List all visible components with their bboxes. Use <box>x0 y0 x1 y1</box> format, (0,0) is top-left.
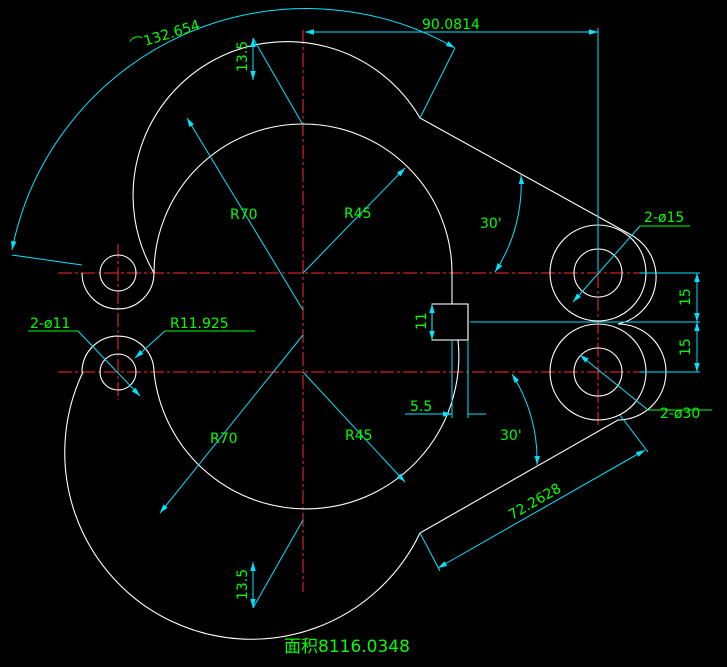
label-slot-11: 11 <box>414 312 430 330</box>
dim-angle-top <box>494 174 525 273</box>
area-label: 面积8116.0348 <box>284 637 410 657</box>
ext-13-5-bottom <box>252 519 304 609</box>
label-13-5-top: 13.5 <box>235 41 251 72</box>
ext-72-left <box>419 532 441 572</box>
dim-r45-bottom-leader <box>302 371 406 483</box>
inner-outline <box>81 123 469 510</box>
dim-hole11-leader <box>77 330 141 397</box>
dim-hole30-leader <box>579 354 649 411</box>
dim-arc-length <box>11 8 456 251</box>
label-hole15: 2-ø15 <box>644 210 684 226</box>
label-r70-top: R70 <box>230 207 258 223</box>
label-90: 90.0814 <box>422 17 480 33</box>
dimensions <box>11 8 712 609</box>
left-hole-bottom <box>99 353 137 391</box>
right-hole-bottom <box>573 347 623 397</box>
centerlines <box>58 30 668 592</box>
label-hole30: 2-ø30 <box>660 406 700 422</box>
dim-72-line <box>437 449 646 569</box>
ext-arc-right <box>419 47 456 119</box>
label-hole11: 2-ø11 <box>30 316 70 332</box>
ext-72-right <box>619 414 649 453</box>
dim-r45-top-leader <box>302 167 406 274</box>
dim-r70-top-leader <box>186 117 304 311</box>
label-angle-bottom: 30' <box>500 428 522 444</box>
label-slot-5-5: 5.5 <box>410 399 432 415</box>
ext-arc-left <box>11 254 83 266</box>
label-15-top: 15 <box>678 288 694 306</box>
label-r45-top: R45 <box>344 206 372 222</box>
left-hole-top <box>99 254 137 292</box>
label-72: 72.2628 <box>506 481 564 524</box>
dim-r11925-leader <box>134 330 166 359</box>
dim-hole15-leader <box>572 225 641 303</box>
dim-r70-bottom-leader <box>159 334 304 514</box>
label-r70-bottom: R70 <box>210 431 238 447</box>
label-arc-length: ⌒132.654 <box>128 17 202 53</box>
label-r45-bottom: R45 <box>345 428 373 444</box>
label-15-bottom: 15 <box>678 338 694 356</box>
dim-angle-bottom <box>511 373 540 466</box>
dimension-labels: ⌒132.654 13.5 90.0814 R70 R45 30' 2-ø15 … <box>30 17 700 600</box>
label-13-5-bottom: 13.5 <box>235 569 251 600</box>
label-r11925: R11.925 <box>170 316 229 332</box>
label-angle-top: 30' <box>480 216 502 232</box>
ext-13-5-top <box>252 37 304 126</box>
slot-rect <box>431 303 469 341</box>
